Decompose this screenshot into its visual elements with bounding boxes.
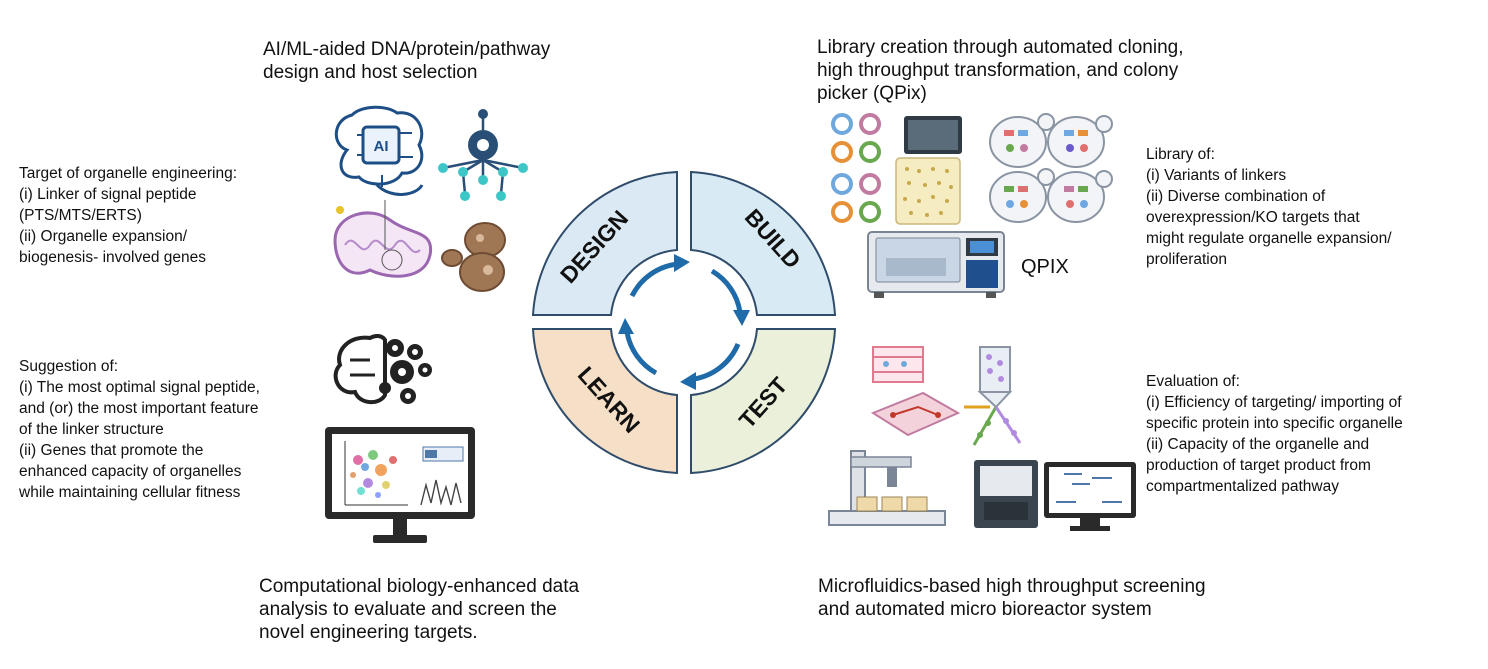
qpix-label: QPIX [1021,256,1069,278]
learn-quadrant [531,328,678,475]
cycle-arrows [624,261,743,382]
learn-caption: Computational biology-enhanced data anal… [259,576,580,643]
learn-label: LEARN [573,362,645,438]
liquid-handler-icon [828,450,946,526]
test-quadrant [690,328,837,475]
build-caption: Library creation through automated cloni… [817,37,1184,104]
pathway-mitochondria-icon [333,200,433,278]
library-description: Library of: (i) Variants of linkers (ii)… [1146,146,1392,268]
cycle-arrowheads [618,254,750,390]
test-caption: Microfluidics-based high throughput scre… [818,576,1206,620]
sequencer-analysis-icon [974,460,1136,531]
suggestion-description: Suggestion of: (i) The most optimal sign… [19,358,260,501]
network-gear-icon [438,109,528,201]
test-label: TEST [734,372,793,433]
microfluidic-chip-icon [870,346,961,437]
plasmid-library-icon [831,113,881,223]
design-label: DESIGN [555,205,633,288]
build-label: BUILD [740,204,806,274]
brain-gears-icon [333,333,432,405]
monitor-data-analysis-icon [325,427,475,543]
design-quadrant [531,170,678,316]
target-description: Target of organelle engineering: (i) Lin… [19,165,238,266]
design-caption: AI/ML-aided DNA/protein/pathway design a… [263,39,551,83]
colony-plate-icon [895,157,961,225]
yeast-cells-icon [441,222,506,292]
ai-chip-label: AI [374,138,389,155]
evaluation-description: Evaluation of: (i) Efficiency of targeti… [1146,373,1403,495]
qpix-instrument-icon [867,231,1005,298]
ai-brain-icon: AI [334,105,424,196]
yeast-library-icon [989,113,1113,223]
build-quadrant [690,170,837,316]
tablet-device-icon [904,116,962,154]
droplet-sorter-icon [964,346,1022,446]
